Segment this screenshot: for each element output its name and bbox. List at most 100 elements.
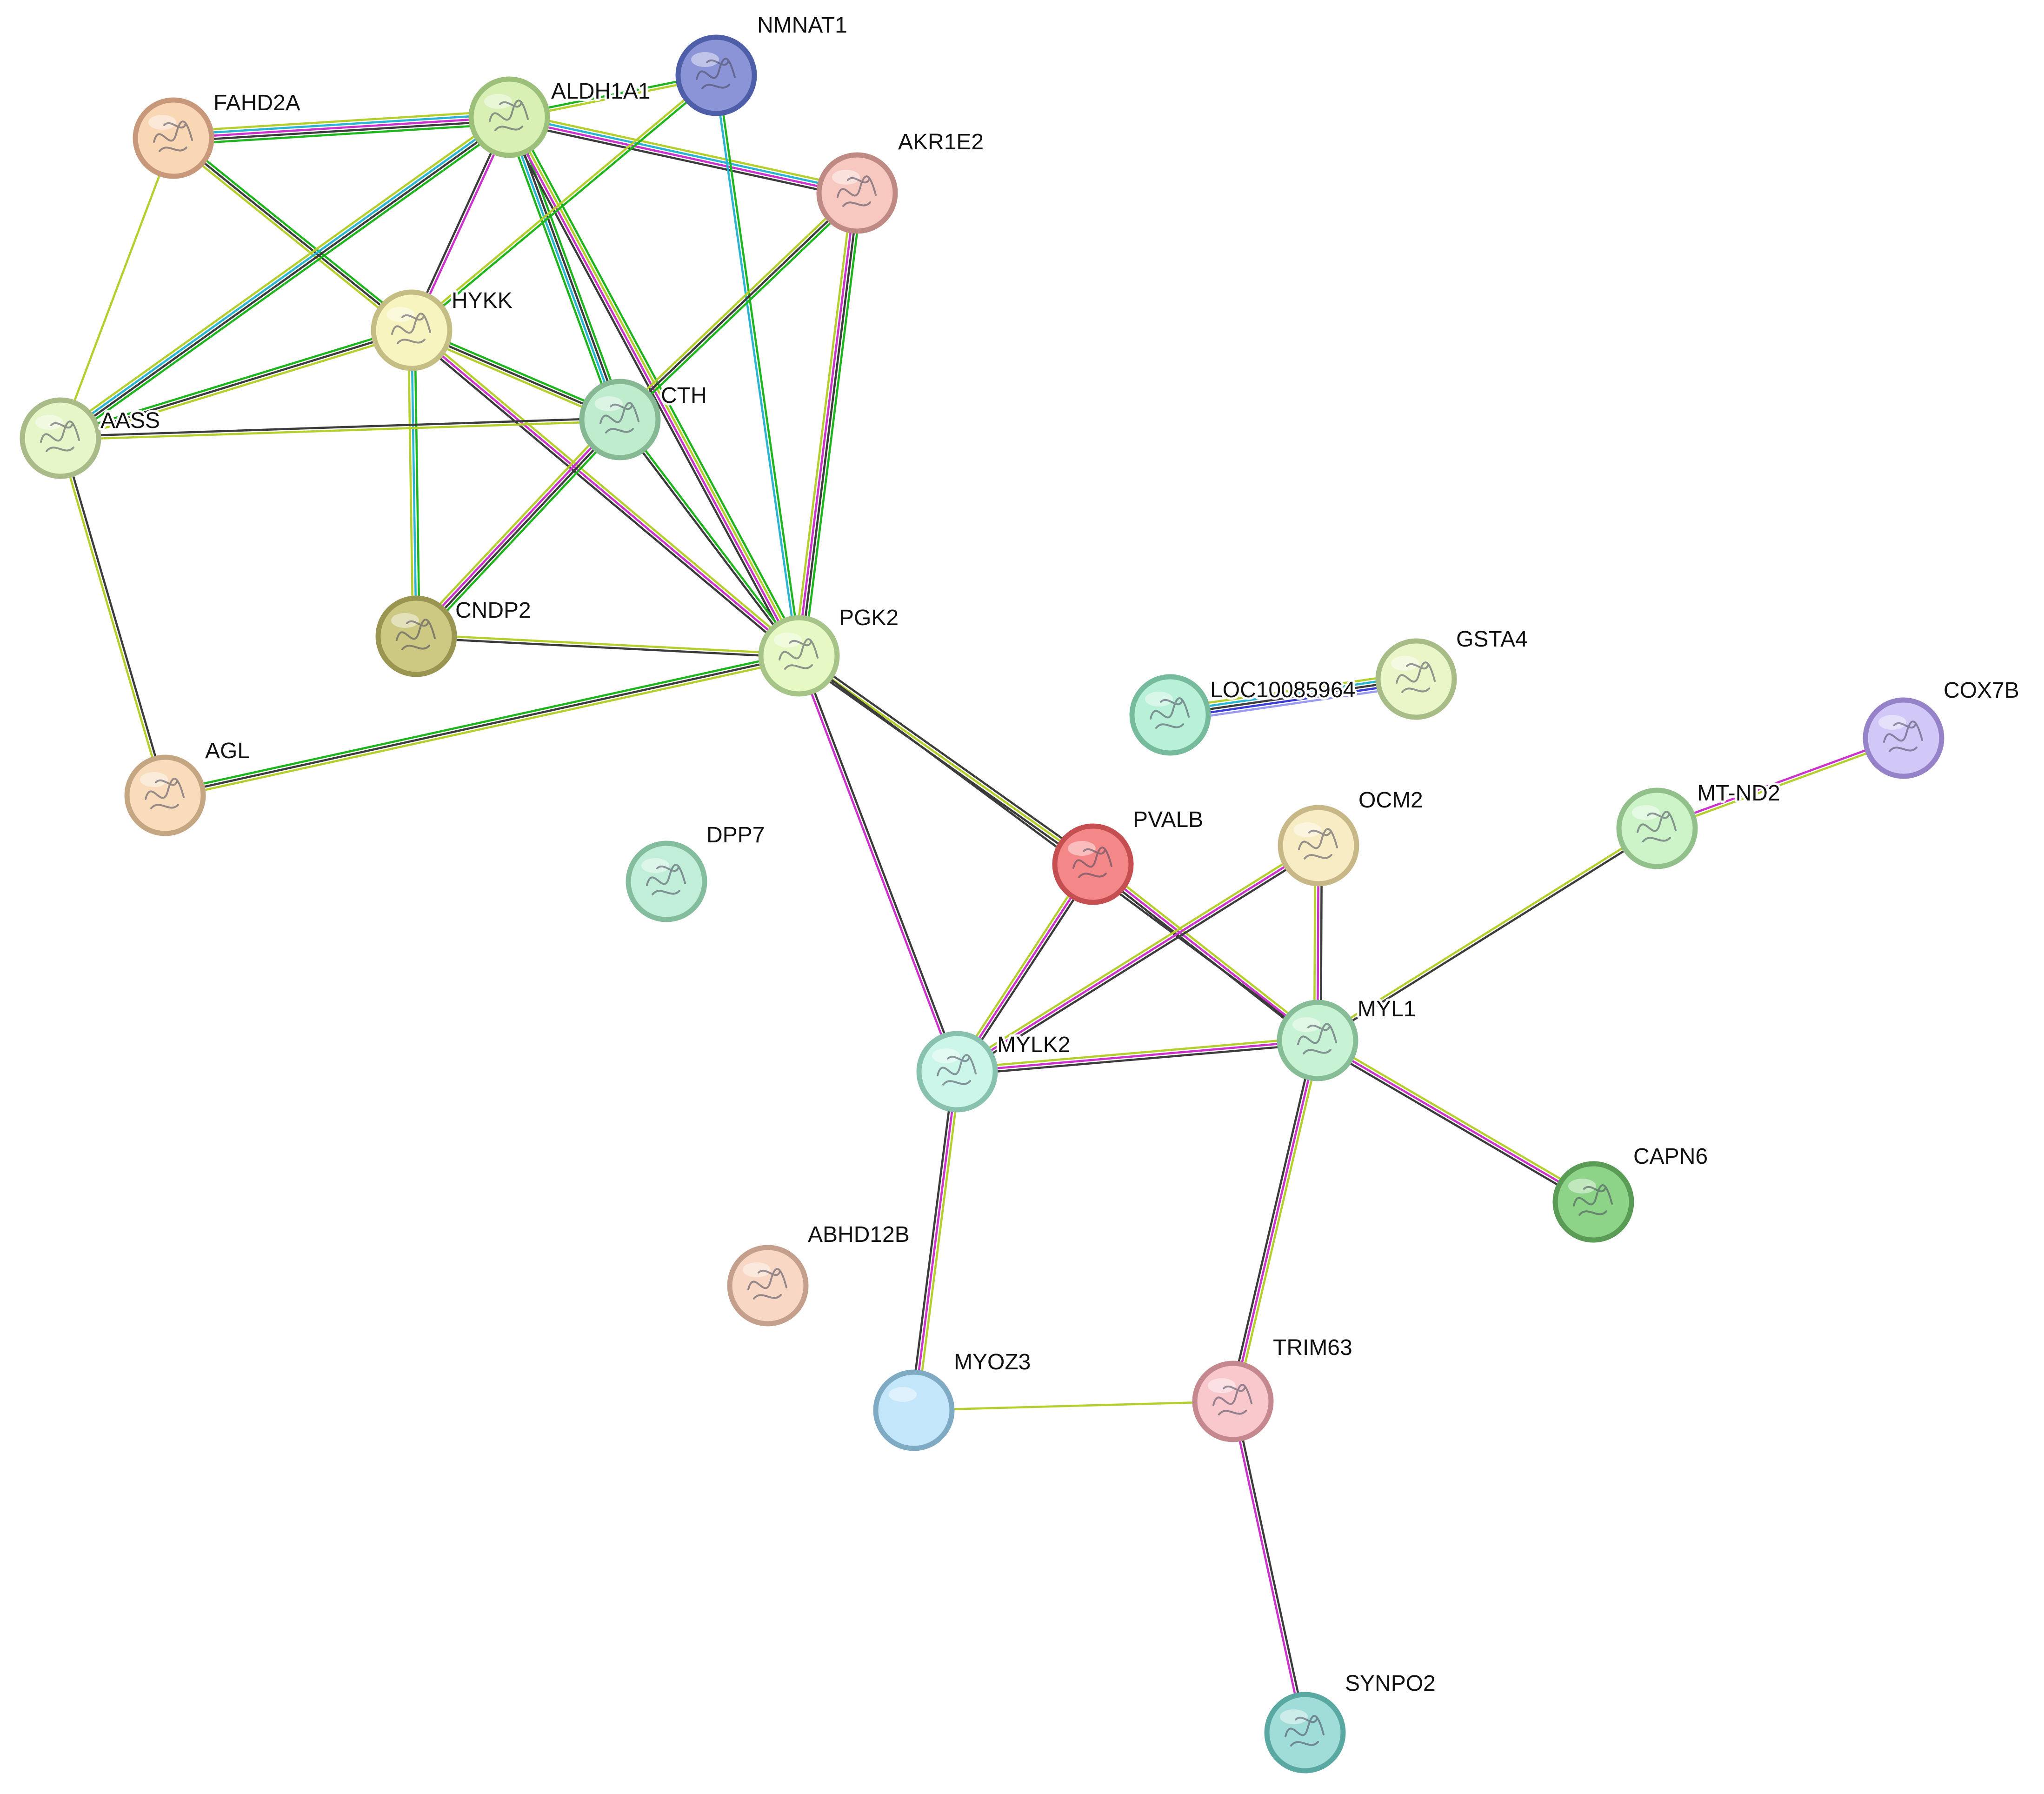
node-ocm2[interactable]: OCM2 bbox=[1278, 786, 1425, 887]
node-highlight bbox=[1145, 692, 1173, 707]
node-highlight bbox=[386, 307, 414, 322]
edge-strand bbox=[56, 112, 508, 435]
edge-strand bbox=[173, 122, 511, 146]
node-highlight bbox=[140, 772, 168, 787]
node-highlight bbox=[1068, 841, 1096, 856]
protein-structure-icon bbox=[1396, 661, 1436, 693]
edge-strand bbox=[409, 73, 717, 330]
edge-strand bbox=[507, 118, 858, 196]
edge-strand bbox=[411, 75, 719, 333]
edge-ALDH1A1-AKR1E2 bbox=[507, 111, 859, 199]
node-gsta4[interactable]: GSTA4 bbox=[1375, 625, 1530, 720]
node-abhd12b[interactable]: ABHD12B bbox=[727, 1220, 912, 1327]
edge-strand bbox=[419, 421, 625, 641]
protein-structure-icon bbox=[779, 638, 819, 670]
edge-MYLK2-MYOZ3 bbox=[909, 1070, 962, 1412]
protein-structure-icon bbox=[1637, 811, 1677, 842]
edge-strand bbox=[59, 329, 413, 440]
node-capn6[interactable]: CAPN6 bbox=[1552, 1142, 1710, 1243]
node-mt-nd2[interactable]: MT-ND2 bbox=[1616, 779, 1783, 869]
protein-structure-icon bbox=[747, 1268, 787, 1300]
edge-strand bbox=[1317, 828, 1659, 1043]
node-mylk2[interactable]: MYLK2 bbox=[916, 1030, 1072, 1113]
edge-strand bbox=[1655, 735, 1904, 828]
edge-strand bbox=[799, 652, 1096, 863]
edge-strand bbox=[798, 654, 1094, 866]
node-label: GSTA4 bbox=[1456, 627, 1528, 652]
node-label: CNDP2 bbox=[455, 598, 531, 623]
node-akr1e2[interactable]: AKR1E2 bbox=[816, 127, 986, 234]
node-synpo2[interactable]: SYNPO2 bbox=[1264, 1669, 1438, 1774]
edge-strand bbox=[616, 189, 856, 419]
node-label: CTH bbox=[661, 383, 707, 408]
edge-strand bbox=[1315, 1042, 1593, 1206]
node-aass[interactable]: AASS bbox=[20, 397, 162, 479]
node-cth[interactable]: CTH bbox=[579, 379, 709, 460]
node-myl1[interactable]: MYL1 bbox=[1277, 994, 1418, 1081]
edge-strand bbox=[1169, 678, 1418, 716]
edge-strand bbox=[412, 415, 618, 634]
node-loc100859645[interactable]: LOC10085964 bbox=[1129, 674, 1358, 756]
edge-strand bbox=[912, 1070, 959, 1412]
edge-HYKK-CNDP2 bbox=[407, 329, 421, 638]
edge-strand bbox=[410, 329, 800, 657]
node-highlight bbox=[1292, 1017, 1320, 1032]
edge-strand bbox=[413, 329, 421, 638]
edge-COX7B-MT-ND2 bbox=[1655, 735, 1905, 831]
edge-strand bbox=[621, 194, 861, 423]
edge-strand bbox=[956, 1036, 1318, 1070]
edge-strand bbox=[1232, 1039, 1319, 1403]
node-circle[interactable] bbox=[873, 1369, 955, 1451]
protein-structure-icon bbox=[489, 100, 529, 131]
node-aldh1a1[interactable]: ALDH1A1 bbox=[468, 76, 652, 158]
edge-strand bbox=[799, 192, 860, 657]
node-pvalb[interactable]: PVALB bbox=[1052, 805, 1205, 905]
edge-strand bbox=[1168, 671, 1417, 710]
node-cndp2[interactable]: CNDP2 bbox=[375, 595, 533, 677]
edge-strand bbox=[1235, 1040, 1322, 1403]
node-label: OCM2 bbox=[1358, 788, 1423, 813]
edge-PVALB-MYLK2 bbox=[953, 861, 1097, 1075]
edge-strand bbox=[503, 118, 617, 422]
edge-strand bbox=[509, 115, 623, 420]
node-myoz3[interactable]: MYOZ3 bbox=[873, 1347, 1033, 1451]
node-highlight bbox=[1280, 1709, 1308, 1724]
node-fahd2a[interactable]: FAHD2A bbox=[133, 88, 303, 179]
node-highlight bbox=[1293, 822, 1321, 837]
node-pgk2[interactable]: PGK2 bbox=[758, 603, 901, 697]
node-label: MT-ND2 bbox=[1697, 781, 1780, 806]
protein-structure-icon bbox=[40, 420, 80, 452]
node-label: DPP7 bbox=[706, 823, 765, 847]
node-nmnat1[interactable]: NMNAT1 bbox=[675, 11, 850, 116]
edge-NMNAT1-PGK2 bbox=[713, 74, 802, 657]
node-dpp7[interactable]: DPP7 bbox=[626, 820, 767, 922]
edge-strand bbox=[172, 109, 510, 133]
edge-CTH-CNDP2 bbox=[412, 415, 625, 641]
node-agl[interactable]: AGL bbox=[124, 736, 252, 836]
node-trim63[interactable]: TRIM63 bbox=[1192, 1333, 1355, 1442]
edge-strand bbox=[1168, 674, 1417, 713]
edge-PGK2-PVALB bbox=[796, 652, 1096, 868]
edge-strand bbox=[956, 863, 1094, 1073]
edge-MYL1-TRIM63 bbox=[1228, 1039, 1322, 1403]
edge-strand bbox=[410, 329, 418, 638]
protein-structure-icon bbox=[1573, 1184, 1613, 1216]
edge-PGK2-MYLK2 bbox=[796, 654, 960, 1074]
edge-strand bbox=[163, 651, 799, 794]
edge-LOC100859645-GSTA4 bbox=[1168, 671, 1418, 723]
edge-strand bbox=[416, 420, 622, 639]
node-label: LOC10085964 bbox=[1210, 678, 1355, 702]
edge-strand bbox=[407, 329, 414, 638]
node-highlight bbox=[1208, 1378, 1236, 1393]
node-label: HYKK bbox=[452, 288, 513, 313]
edge-ALDH1A1-CTH bbox=[503, 114, 626, 422]
node-highlight bbox=[641, 858, 669, 873]
edge-strand bbox=[172, 116, 511, 140]
edge-strand bbox=[958, 847, 1322, 1076]
edge-CTH-PGK2 bbox=[617, 417, 802, 658]
node-cox7b[interactable]: COX7B bbox=[1863, 676, 2022, 779]
node-label: AASS bbox=[100, 408, 160, 433]
edge-TRIM63-SYNPO2 bbox=[1230, 1400, 1308, 1734]
node-hykk[interactable]: HYKK bbox=[371, 286, 515, 371]
